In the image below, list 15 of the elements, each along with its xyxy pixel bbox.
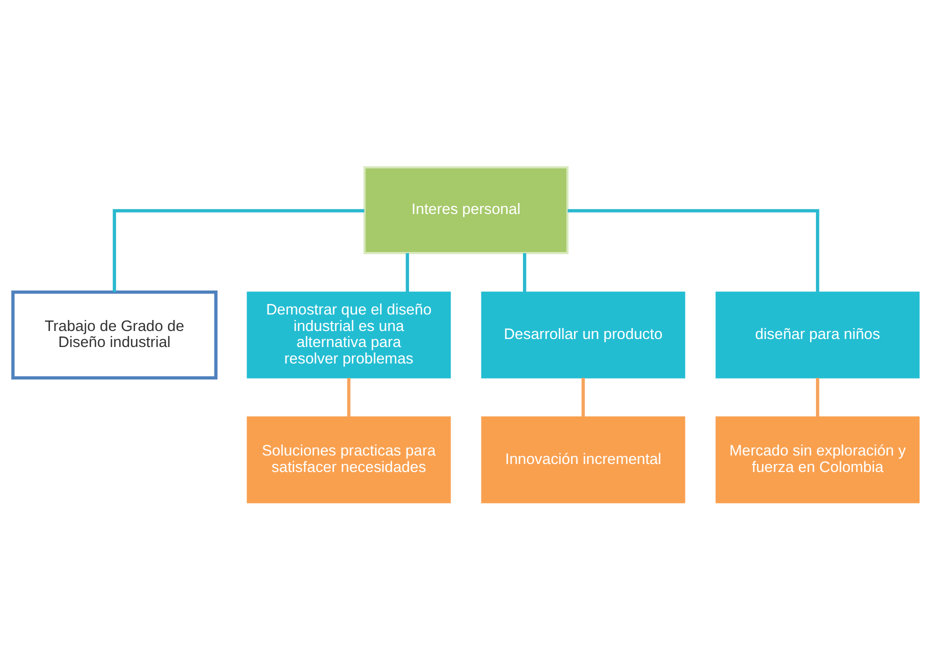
node-box: Interes personal (363, 166, 569, 254)
connector (112, 209, 364, 292)
node-box: Innovación incremental (481, 416, 686, 504)
connector (406, 253, 410, 292)
node-box: Mercado sin exploración y fuerza en Colombia (716, 416, 920, 504)
connector (347, 378, 350, 417)
node-box: Soluciones practicas para satisfacer necesidades (246, 416, 451, 504)
node-box: diseñar para niños (716, 292, 920, 378)
node-box: Demostrar que el diseño industrial es una alternativa para resolver problemas (246, 292, 451, 378)
connector (568, 209, 820, 292)
connector (816, 378, 820, 417)
node-box: Trabajo de Grado de Diseño industrial (11, 290, 218, 380)
connector (582, 378, 585, 417)
node-box: Desarrollar un producto (481, 292, 686, 378)
connector (522, 253, 526, 292)
